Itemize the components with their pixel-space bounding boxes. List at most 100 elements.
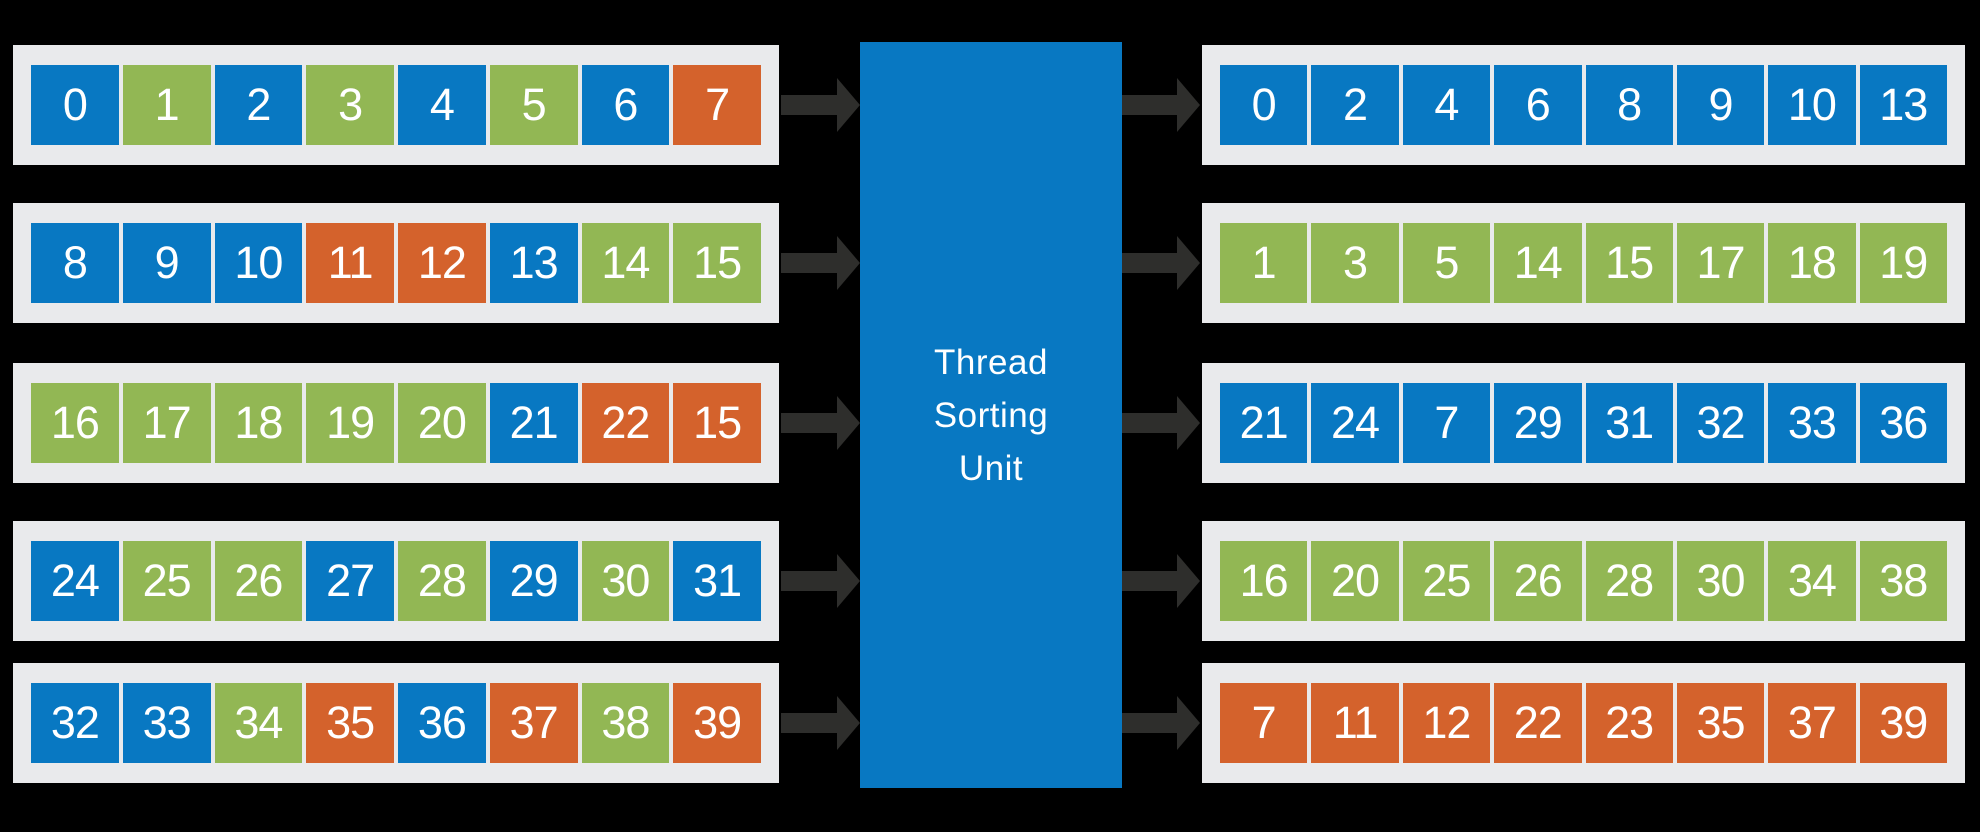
thread-cell: 29 (489, 541, 578, 621)
thread-cell-value: 30 (601, 555, 650, 606)
thread-cell-value: 34 (234, 697, 283, 748)
thread-cell-value: 17 (1696, 237, 1746, 288)
thread-cell-value: 11 (1332, 697, 1379, 748)
thread-cell-value: 13 (509, 237, 559, 288)
thread-cell-value: 4 (1434, 79, 1459, 130)
thread-cell: 30 (581, 541, 670, 621)
thread-cell-value: 33 (1787, 397, 1837, 448)
thread-cell: 11 (1311, 683, 1399, 763)
arrow-right-icon (781, 554, 860, 608)
thread-cell-value: 15 (693, 397, 742, 448)
thread-cell-value: 33 (142, 697, 192, 748)
thread-cell: 16 (31, 383, 119, 463)
thread-cell-value: 37 (509, 697, 559, 748)
thread-cell: 21 (489, 383, 578, 463)
thread-cell-value: 22 (1513, 697, 1563, 748)
thread-cell-value: 25 (142, 555, 192, 606)
thread-cell: 7 (1402, 383, 1491, 463)
thread-cell-value: 19 (1879, 237, 1928, 288)
thread-cell: 38 (1859, 541, 1947, 621)
thread-cell: 1 (122, 65, 211, 145)
thread-cell: 5 (1402, 223, 1491, 303)
thread-cell-value: 35 (1696, 697, 1746, 748)
thread-cell: 0 (31, 65, 119, 145)
thread-cell-value: 21 (509, 397, 559, 448)
arrow-right-icon (781, 236, 860, 290)
arrow-right-icon (1122, 554, 1200, 608)
thread-cell-value: 29 (509, 555, 559, 606)
thread-cell-value: 0 (62, 79, 88, 130)
thread-sorting-unit-box: Thread Sorting Unit (860, 42, 1122, 788)
thread-cell: 17 (1676, 223, 1765, 303)
thread-cell-value: 7 (1434, 397, 1459, 448)
thread-cell: 12 (398, 223, 486, 303)
arrow-right-icon (781, 78, 860, 132)
thread-cell-value: 15 (693, 237, 742, 288)
thread-cell: 6 (1494, 65, 1582, 145)
unit-label-line: Unit (958, 448, 1024, 488)
thread-cell: 20 (398, 383, 486, 463)
thread-cell: 28 (398, 541, 486, 621)
thread-cell-value: 9 (154, 237, 180, 288)
thread-cell-value: 28 (1605, 555, 1654, 606)
thread-cell-value: 14 (1513, 237, 1563, 288)
thread-cell: 32 (31, 683, 119, 763)
thread-cell: 8 (31, 223, 119, 303)
thread-cell: 30 (1676, 541, 1765, 621)
thread-cell-value: 5 (1434, 237, 1459, 288)
thread-cell-value: 6 (613, 79, 638, 130)
thread-cell-value: 32 (50, 697, 100, 748)
thread-cell-value: 12 (417, 237, 467, 288)
thread-cell-value: 39 (1879, 697, 1928, 748)
arrow-right-icon (1122, 236, 1200, 290)
thread-cell: 7 (1220, 683, 1308, 763)
thread-cell: 15 (673, 223, 761, 303)
thread-cell-value: 36 (417, 697, 467, 748)
thread-cell: 22 (1494, 683, 1582, 763)
thread-cell-value: 26 (1513, 555, 1563, 606)
thread-cell-value: 31 (1605, 397, 1654, 448)
thread-cell-value: 13 (1879, 79, 1928, 130)
thread-cell: 36 (398, 683, 486, 763)
thread-cell: 14 (1494, 223, 1582, 303)
thread-cell: 5 (489, 65, 578, 145)
thread-cell: 9 (122, 223, 211, 303)
thread-cell: 36 (1859, 383, 1947, 463)
thread-cell: 33 (122, 683, 211, 763)
arrow-right-icon (1122, 78, 1200, 132)
thread-cell-value: 36 (1879, 397, 1928, 448)
thread-cell: 19 (1859, 223, 1947, 303)
thread-cell: 26 (1494, 541, 1582, 621)
thread-cell-value: 38 (601, 697, 650, 748)
thread-cell: 39 (1859, 683, 1947, 763)
thread-cell-value: 10 (234, 237, 283, 288)
thread-cell-value: 25 (1422, 555, 1471, 606)
thread-cell-value: 5 (521, 79, 547, 130)
thread-cell: 27 (306, 541, 394, 621)
thread-cell: 34 (1768, 541, 1856, 621)
thread-cell-value: 8 (1617, 79, 1642, 130)
thread-cell: 3 (1311, 223, 1399, 303)
thread-cell: 34 (214, 683, 303, 763)
thread-cell-value: 2 (1343, 79, 1368, 130)
thread-cell-value: 18 (234, 397, 283, 448)
arrow-right-icon (1122, 696, 1200, 750)
thread-cell-value: 6 (1525, 79, 1551, 130)
thread-cell: 32 (1676, 383, 1765, 463)
thread-cell: 14 (581, 223, 670, 303)
thread-cell-value: 28 (417, 555, 467, 606)
thread-cell: 1 (1220, 223, 1308, 303)
thread-cell-value: 11 (327, 237, 374, 288)
thread-cell-value: 18 (1787, 237, 1837, 288)
thread-cell-value: 12 (1422, 697, 1471, 748)
thread-cell: 26 (214, 541, 303, 621)
thread-cell-value: 9 (1708, 79, 1734, 130)
